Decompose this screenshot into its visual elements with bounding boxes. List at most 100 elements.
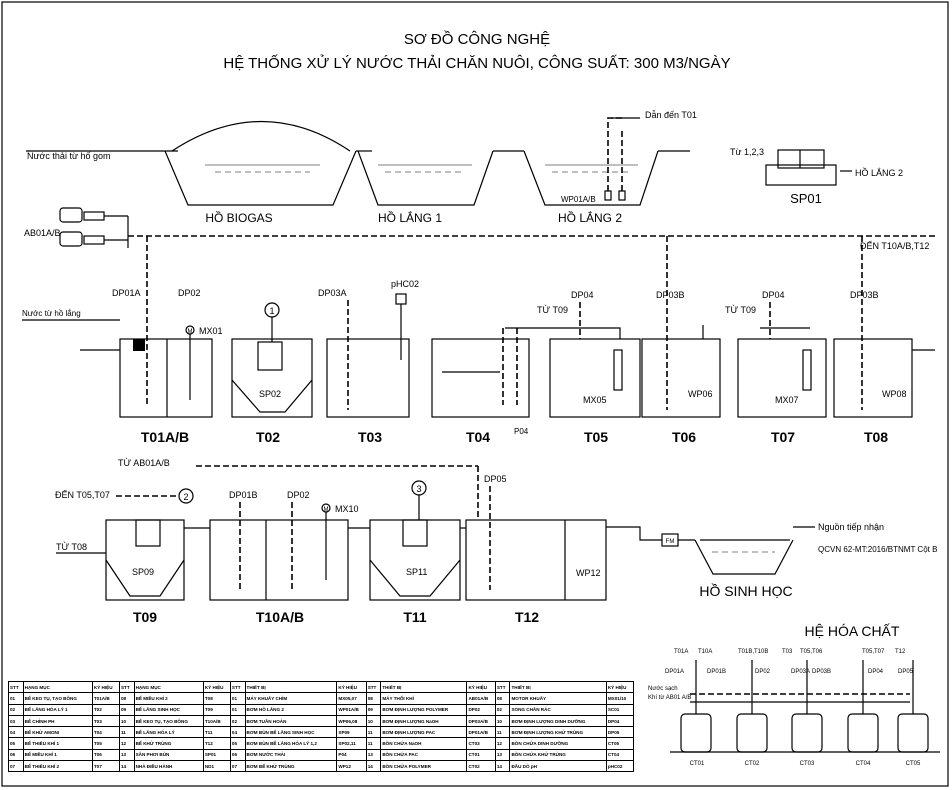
svg-text:T10A: T10A [698,649,712,655]
biogas-pond [164,150,357,206]
sp02-label: SP02 [259,389,281,399]
svg-text:FM: FM [666,539,675,545]
mx07-label: MX07 [775,395,799,405]
legend-cell: 14 [365,760,382,773]
inlet-settled-label: Nước từ hồ lắng [22,309,81,318]
legend-cell: ĐẦU DÒ pH [509,760,607,773]
mx05-label: MX05 [583,395,607,405]
legend-cell: CT04 [605,748,635,762]
legend-cell: T01A/B [91,692,120,705]
legend-cell: ND1 [202,760,231,773]
tank-t12 [465,519,607,601]
dp04-label-a: DP04 [571,290,594,300]
wp08-label: WP08 [882,389,907,399]
legend-cell: BỂ KEO TỤ, TẠO BÔNG [22,692,93,705]
legend-cell: MOTOR KHUẤY [509,692,607,705]
legend-cell: T05 [91,737,120,750]
tank-t03 [326,338,410,418]
legend-cell: 08 [365,692,382,705]
tank-label-t04: T04 [466,429,490,445]
tank-t01 [119,338,213,418]
from-ab01-label: TỪ AB01A/B [118,458,170,468]
legend-cell: BƠM ĐỊNH LƯỢNG POLYMER [380,703,468,716]
sp01-label: SP01 [790,191,822,206]
legend-cell: BỂ THIẾU KHÍ 1 [22,737,93,750]
legend-cell: BƠM ĐỊNH LƯỢNG DINH DƯỠNG [509,714,607,728]
tank-t02 [231,338,313,418]
legend-cell: DP02 [466,703,496,716]
wp01-label: WP01A/B [561,195,596,204]
tank-label-t11: T11 [403,609,427,625]
legend-cell: 05 [8,737,24,750]
legend-cell: 09 [365,703,382,716]
legend-cell: BỒN CHỨA KHỬ TRÙNG [509,748,607,762]
svg-text:T12: T12 [895,649,906,655]
tank-t04 [431,338,530,418]
p04-label: P04 [514,427,529,436]
legend-cell: 06 [8,748,24,762]
legend-cell: 04 [8,726,24,739]
sp01-basin [765,164,837,186]
legend-cell: T10A/B [202,714,231,728]
mx10-label: MX10 [335,504,359,514]
legend-cell: AB01A/B [466,692,496,705]
legend-cell: 11 [118,726,135,739]
legend-cell: DP05 [605,726,635,739]
svg-text:T01A: T01A [674,649,688,655]
legend-cell: BƠM NƯỚC THẢI [244,748,338,762]
diagram-title: SƠ ĐỒ CÔNG NGHỆ [404,30,550,48]
legend-cell: T03 [91,714,120,728]
tank-label-t12: T12 [515,609,539,625]
dp02-label-r2: DP02 [287,490,310,500]
dp02-label-r1: DP02 [178,288,201,298]
legend-cell: BỒN CHỨA DINH DƯỠNG [509,737,607,750]
legend-cell: 10 [494,714,511,728]
standard-label: QCVN 62-MT:2016/BTNMT Cột B [818,545,937,554]
legend-cell: BƠM BÙN BỂ LẮNG HÓA LÝ 1,2 [244,737,338,750]
wp12-label: WP12 [576,568,601,578]
svg-text:DP03B: DP03B [812,669,831,675]
legend-cell: BỂ KEO TỤ, TẠO BÔNG [133,714,204,728]
legend-cell: 02 [229,714,246,728]
legend-cell: SP02,11 [336,737,367,750]
legend-header-row: STT HẠNG MỤC KÝ HIỆU STT HẠNG MỤC KÝ HIỆ… [8,680,635,694]
tank-t06 [641,338,721,418]
legend-cell: 10 [365,714,382,728]
sp11-label: SP11 [406,567,427,577]
top-ponds-section: Nước thải từ hố gom HỒ BIOGAS HỒ LẮNG 1 … [26,110,903,225]
tank-label-t09: T09 [133,609,157,625]
legend-cell: T06 [91,748,120,762]
legend-cell: T08 [202,692,231,705]
dp01b-label: DP01B [229,490,258,500]
legend-cell: BỒN CHỨA POLYMER [380,760,468,773]
air-blower-ab01: AB01A/B [24,207,129,248]
legend-cell: DP01A/B [466,726,496,739]
legend-cell: 14 [118,760,135,773]
bio-pond [694,539,794,575]
to-lang2-label: HỒ LẮNG 2 [855,167,903,178]
to-t01-label: Dẫn đến T01 [645,110,697,120]
legend-cell: 12 [118,737,135,750]
legend-cell: 12 [494,737,511,750]
legend-cell: BỂ MIỀU KHÍ 1 [22,748,93,762]
tank-label-t02: T02 [256,429,280,445]
dp04-label-b: DP04 [762,290,785,300]
sp09-label: SP09 [132,567,154,577]
from-t09-label-b: TỪ T09 [725,305,756,315]
svg-text:Nước sạch: Nước sạch [648,686,678,692]
legend-cell: 02 [8,703,24,716]
legend-cell: BỂ LẮNG HÓA LÝ [133,726,204,739]
legend-cell: T04 [91,726,120,739]
svg-text:Khí từ AB01 A/B: Khí từ AB01 A/B [648,695,691,701]
legend-cell: BỒN CHỨA NaOH [380,737,468,750]
legend-cell: 13 [494,748,511,762]
svg-text:DP04: DP04 [868,669,884,675]
legend-cell: CT02 [466,760,496,773]
legend-cell: 09 [118,703,135,716]
